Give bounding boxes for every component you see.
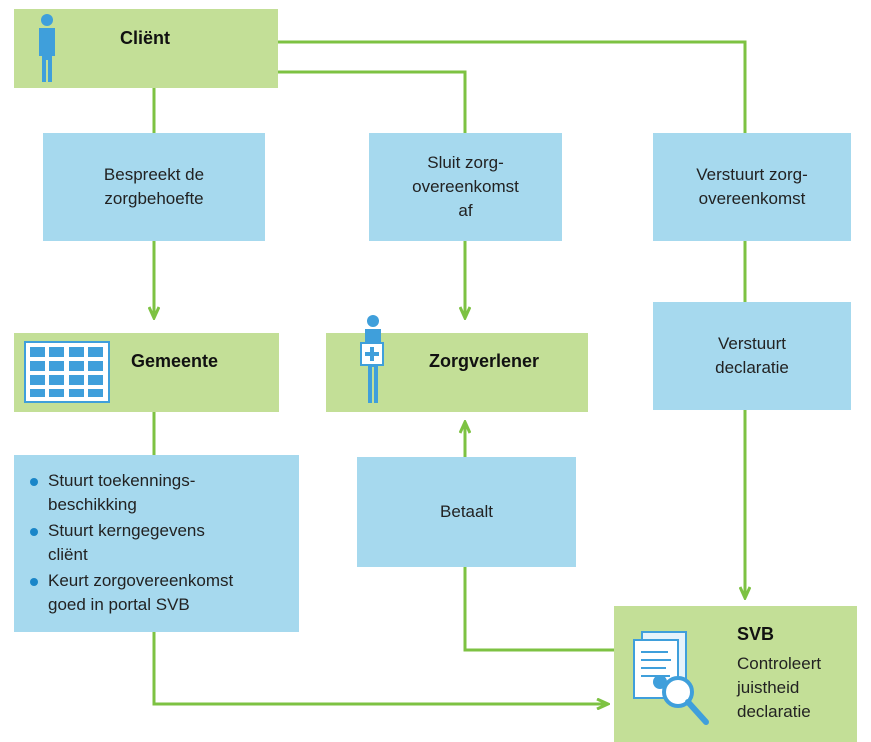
gemeente-node: Gemeente <box>14 333 279 412</box>
zorgverlener-node: Zorgverlener <box>326 315 588 412</box>
step-betaalt-label: Betaalt <box>440 502 493 521</box>
gemeente-action-item: Stuurt toekennings- beschikking <box>28 469 291 517</box>
step-sluit: Sluit zorg- overeenkomst af <box>369 133 562 241</box>
gemeente-action-item: Keurt zorgovereenkomst goed in portal SV… <box>28 569 291 617</box>
gemeente-action-text: Keurt zorgovereenkomst goed in portal SV… <box>48 571 234 614</box>
person-icon <box>39 14 55 82</box>
svb-node: SVB Controleert juistheid declaratie <box>614 606 857 742</box>
gemeente-action-item: Stuurt kerngegevens cliënt <box>28 519 291 567</box>
gemeente-action-text: Stuurt kerngegevens cliënt <box>48 521 205 564</box>
svb-description: Controleert juistheid declaratie <box>737 654 822 721</box>
gemeente-title: Gemeente <box>131 351 219 371</box>
building-icon <box>24 341 110 403</box>
client-title: Cliënt <box>120 28 171 48</box>
document-magnifier-icon <box>633 631 709 725</box>
step-sluit-label: Sluit zorg- overeenkomst af <box>412 153 519 220</box>
step-verstuurt-declaratie-label: Verstuurt declaratie <box>715 334 789 377</box>
step-verstuurt-overeenkomst-label: Verstuurt zorg- overeenkomst <box>696 165 808 208</box>
gemeente-action-text: Stuurt toekennings- beschikking <box>48 471 196 514</box>
step-betaalt: Betaalt <box>357 457 576 567</box>
step-bespreekt: Bespreekt de zorgbehoefte <box>43 133 265 241</box>
svb-title: SVB <box>737 624 775 644</box>
client-node: Cliënt <box>14 9 278 88</box>
zorgverlener-title: Zorgverlener <box>429 351 540 371</box>
step-verstuurt-declaratie: Verstuurt declaratie <box>653 302 851 410</box>
gemeente-actions-list: Stuurt toekennings- beschikking Stuurt k… <box>28 469 291 619</box>
step-verstuurt-overeenkomst: Verstuurt zorg- overeenkomst <box>653 133 851 241</box>
client-to-svb-arrow <box>278 40 745 598</box>
caregiver-icon <box>360 315 384 403</box>
step-bespreekt-label: Bespreekt de zorgbehoefte <box>103 165 205 208</box>
gemeente-actions-box: Stuurt toekennings- beschikking Stuurt k… <box>14 455 299 632</box>
